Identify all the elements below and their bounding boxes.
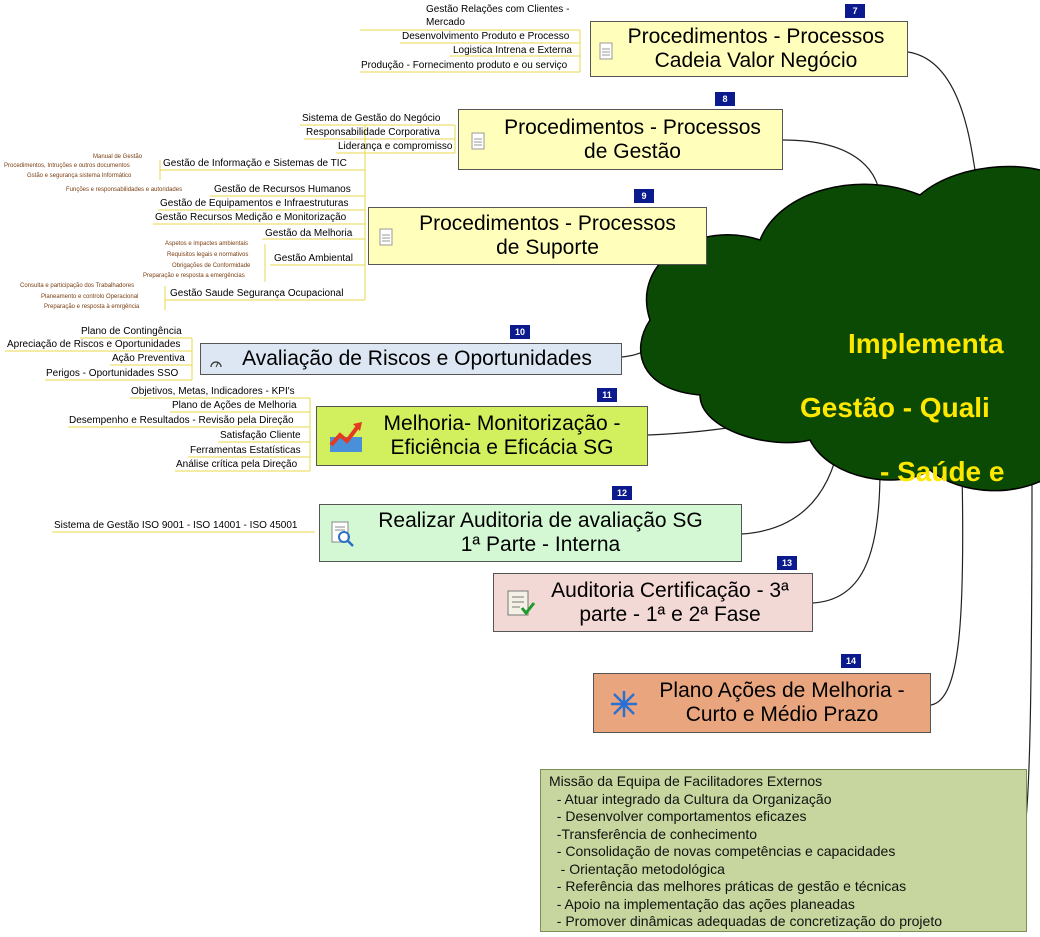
t10-subtopic-4[interactable]: Perigos - Oportunidades SSO: [46, 368, 179, 379]
t7-subtopic-1[interactable]: Gestão Relações com Clientes -: [426, 4, 570, 15]
t8-subtopic-1[interactable]: Sistema de Gestão do Negócio: [302, 113, 441, 124]
t9-amb-detail-1[interactable]: Aspetos e impactes ambientais: [165, 241, 249, 247]
note-line: - Desenvolver comportamentos eficazes: [549, 808, 807, 824]
facilitators-mission-note[interactable]: Missão da Equipa de Facilitadores Extern…: [540, 769, 1027, 932]
t9-tic-detail-2[interactable]: Procedimentos, Intruções e outros docume…: [4, 163, 130, 169]
t9-amb-detail-2[interactable]: Requisitos legais e normativos: [167, 252, 249, 258]
t8-subtopic-2[interactable]: Responsabilidade Corporativa: [306, 127, 440, 138]
t9-subtopic-ambiental[interactable]: Gestão Ambiental: [274, 253, 353, 264]
t9-amb-detail-4[interactable]: Preparação e resposta a emergências: [143, 273, 245, 279]
topic-10-number-badge: 10: [510, 325, 530, 339]
magnifier-document-icon: [330, 521, 356, 553]
t9-subtopic-sso[interactable]: Gestão Saude Segurança Ocupacional: [170, 288, 344, 299]
t9-subtopic-rh[interactable]: Gestão de Recursos Humanos: [214, 184, 351, 195]
t9-amb-detail-3[interactable]: Obrigações de Conformidade: [172, 263, 251, 269]
topic-11-title: Melhoria- Monitorização - Eficiência e E…: [383, 412, 621, 459]
topic-14-plano-acoes[interactable]: Plano Ações de Melhoria - Curto e Médio …: [593, 673, 931, 733]
t11-subtopic-2[interactable]: Plano de Ações de Melhoria: [172, 400, 297, 411]
t7-subtopic-3[interactable]: Logistica Intrena e Externa: [453, 45, 572, 56]
topic-12-auditoria-interna[interactable]: Realizar Auditoria de avaliação SG 1ª Pa…: [319, 504, 742, 562]
note-line: -Transferência de conhecimento: [549, 825, 758, 842]
t12-subtopic-1[interactable]: Sistema de Gestão ISO 9001 - ISO 14001 -…: [54, 520, 298, 531]
gauge-icon: [209, 353, 223, 377]
t10-subtopic-3[interactable]: Ação Preventiva: [112, 353, 185, 364]
topic-7-cadeia-valor[interactable]: Procedimentos - Processos Cadeia Valor N…: [590, 21, 908, 77]
topic-10-avaliacao-riscos[interactable]: Avaliação de Riscos e Oportunidades: [200, 343, 622, 375]
t11-subtopic-1[interactable]: Objetivos, Metas, Indicadores - KPI's: [131, 386, 295, 397]
t9-subtopic-medicao[interactable]: Gestão Recursos Medição e Monitorização: [155, 212, 347, 223]
topic-7-number-badge: 7: [845, 4, 865, 18]
t9-subtopic-melhoria[interactable]: Gestão da Melhoria: [265, 228, 353, 239]
topic-13-title: Auditoria Certificação - 3ª parte - 1ª e…: [551, 578, 789, 626]
topic-8-processos-gestao[interactable]: Procedimentos - Processos de Gestão: [458, 109, 783, 170]
topic-12-number-badge: 12: [612, 486, 632, 500]
t9-tic-detail-1[interactable]: Manual de Gestão: [93, 154, 143, 160]
snowflake-icon: [610, 690, 638, 724]
note-line: - Referência das melhores práticas de ge…: [549, 878, 907, 894]
topic-13-auditoria-certificacao[interactable]: Auditoria Certificação - 3ª parte - 1ª e…: [493, 573, 813, 632]
note-line: Missão da Equipa de Facilitadores Extern…: [549, 773, 823, 789]
document-icon: [471, 132, 485, 156]
t11-subtopic-5[interactable]: Ferramentas Estatísticas: [190, 445, 301, 456]
t9-sso-detail-1[interactable]: Consulta e participação dos Trabalhadore…: [20, 283, 135, 289]
t7-subtopic-4[interactable]: Produção - Fornecimento produto e ou ser…: [361, 60, 568, 71]
note-line: - Atuar integrado da Cultura da Organiza…: [549, 790, 832, 807]
document-icon: [379, 228, 393, 252]
central-topic-title: - Implementa Gestão - Quali - Saúde e: [800, 232, 1040, 520]
topic-8-number-badge: 8: [715, 92, 735, 106]
topic-10-title: Avaliação de Riscos e Oportunidades: [242, 347, 592, 370]
topic-9-processos-suporte[interactable]: Procedimentos - Processos de Suporte: [368, 207, 707, 265]
topic-14-title: Plano Ações de Melhoria - Curto e Médio …: [659, 679, 905, 726]
t8-subtopic-3[interactable]: Liderança e compromisso: [338, 141, 453, 152]
t7-subtopic-2[interactable]: Desenvolvimento Produto e Processo: [402, 31, 570, 42]
t10-subtopic-1[interactable]: Plano de Contingência: [81, 326, 182, 337]
t9-sso-detail-2[interactable]: Planeamento e controlo Operacional: [41, 294, 139, 300]
t9-tic-detail-3[interactable]: Gstão e segurança sistema Informático: [27, 173, 132, 179]
central-title-line-4: - Saúde e: [880, 456, 1005, 487]
topic-11-melhoria[interactable]: Melhoria- Monitorização - Eficiência e E…: [316, 406, 648, 466]
note-line: - Orientação metodológica: [549, 860, 725, 877]
topic-13-number-badge: 13: [777, 556, 797, 570]
note-line: - Consolidação de novas competências e c…: [549, 843, 896, 859]
central-title-line-3: Gestão - Quali: [800, 392, 990, 423]
central-title-line-2: Implementa: [848, 328, 1004, 359]
t10-subtopic-2[interactable]: Apreciação de Riscos e Oportunidades: [7, 339, 181, 350]
t11-subtopic-6[interactable]: Análise crítica pela Direção: [176, 459, 298, 470]
central-topic-cloud: [639, 165, 1040, 492]
t9-subtopic-tic[interactable]: Gestão de Informação e Sistemas de TIC: [163, 158, 347, 169]
checklist-icon: [506, 588, 536, 624]
topic-11-number-badge: 11: [597, 388, 617, 402]
t11-subtopic-4[interactable]: Satisfação Cliente: [220, 430, 301, 441]
topic-9-title: Procedimentos - Processos de Suporte: [419, 212, 676, 259]
topic-9-number-badge: 9: [634, 189, 654, 203]
topic-12-title: Realizar Auditoria de avaliação SG 1ª Pa…: [378, 509, 703, 556]
t11-subtopic-3[interactable]: Desempenho e Resultados - Revisão pela D…: [69, 415, 294, 426]
t9-rh-detail-1[interactable]: Funções e responsabilidades e autoridade…: [66, 187, 183, 193]
note-line: - Promover dinâmicas adequadas de concre…: [549, 913, 942, 929]
topic-8-title: Procedimentos - Processos de Gestão: [504, 115, 761, 163]
t9-sso-detail-3[interactable]: Preparação e resposta à emrgência: [44, 304, 140, 310]
t9-subtopic-equip[interactable]: Gestão de Equipamentos e Infraestruturas: [160, 198, 349, 209]
document-icon: [599, 42, 613, 66]
note-line: - Apoio na implementação das ações plane…: [549, 895, 855, 912]
topic-14-number-badge: 14: [841, 654, 861, 668]
t7-subtopic-1b[interactable]: Mercado: [426, 17, 465, 28]
topic-7-title: Procedimentos - Processos Cadeia Valor N…: [627, 25, 885, 72]
chart-up-icon: [329, 419, 363, 459]
